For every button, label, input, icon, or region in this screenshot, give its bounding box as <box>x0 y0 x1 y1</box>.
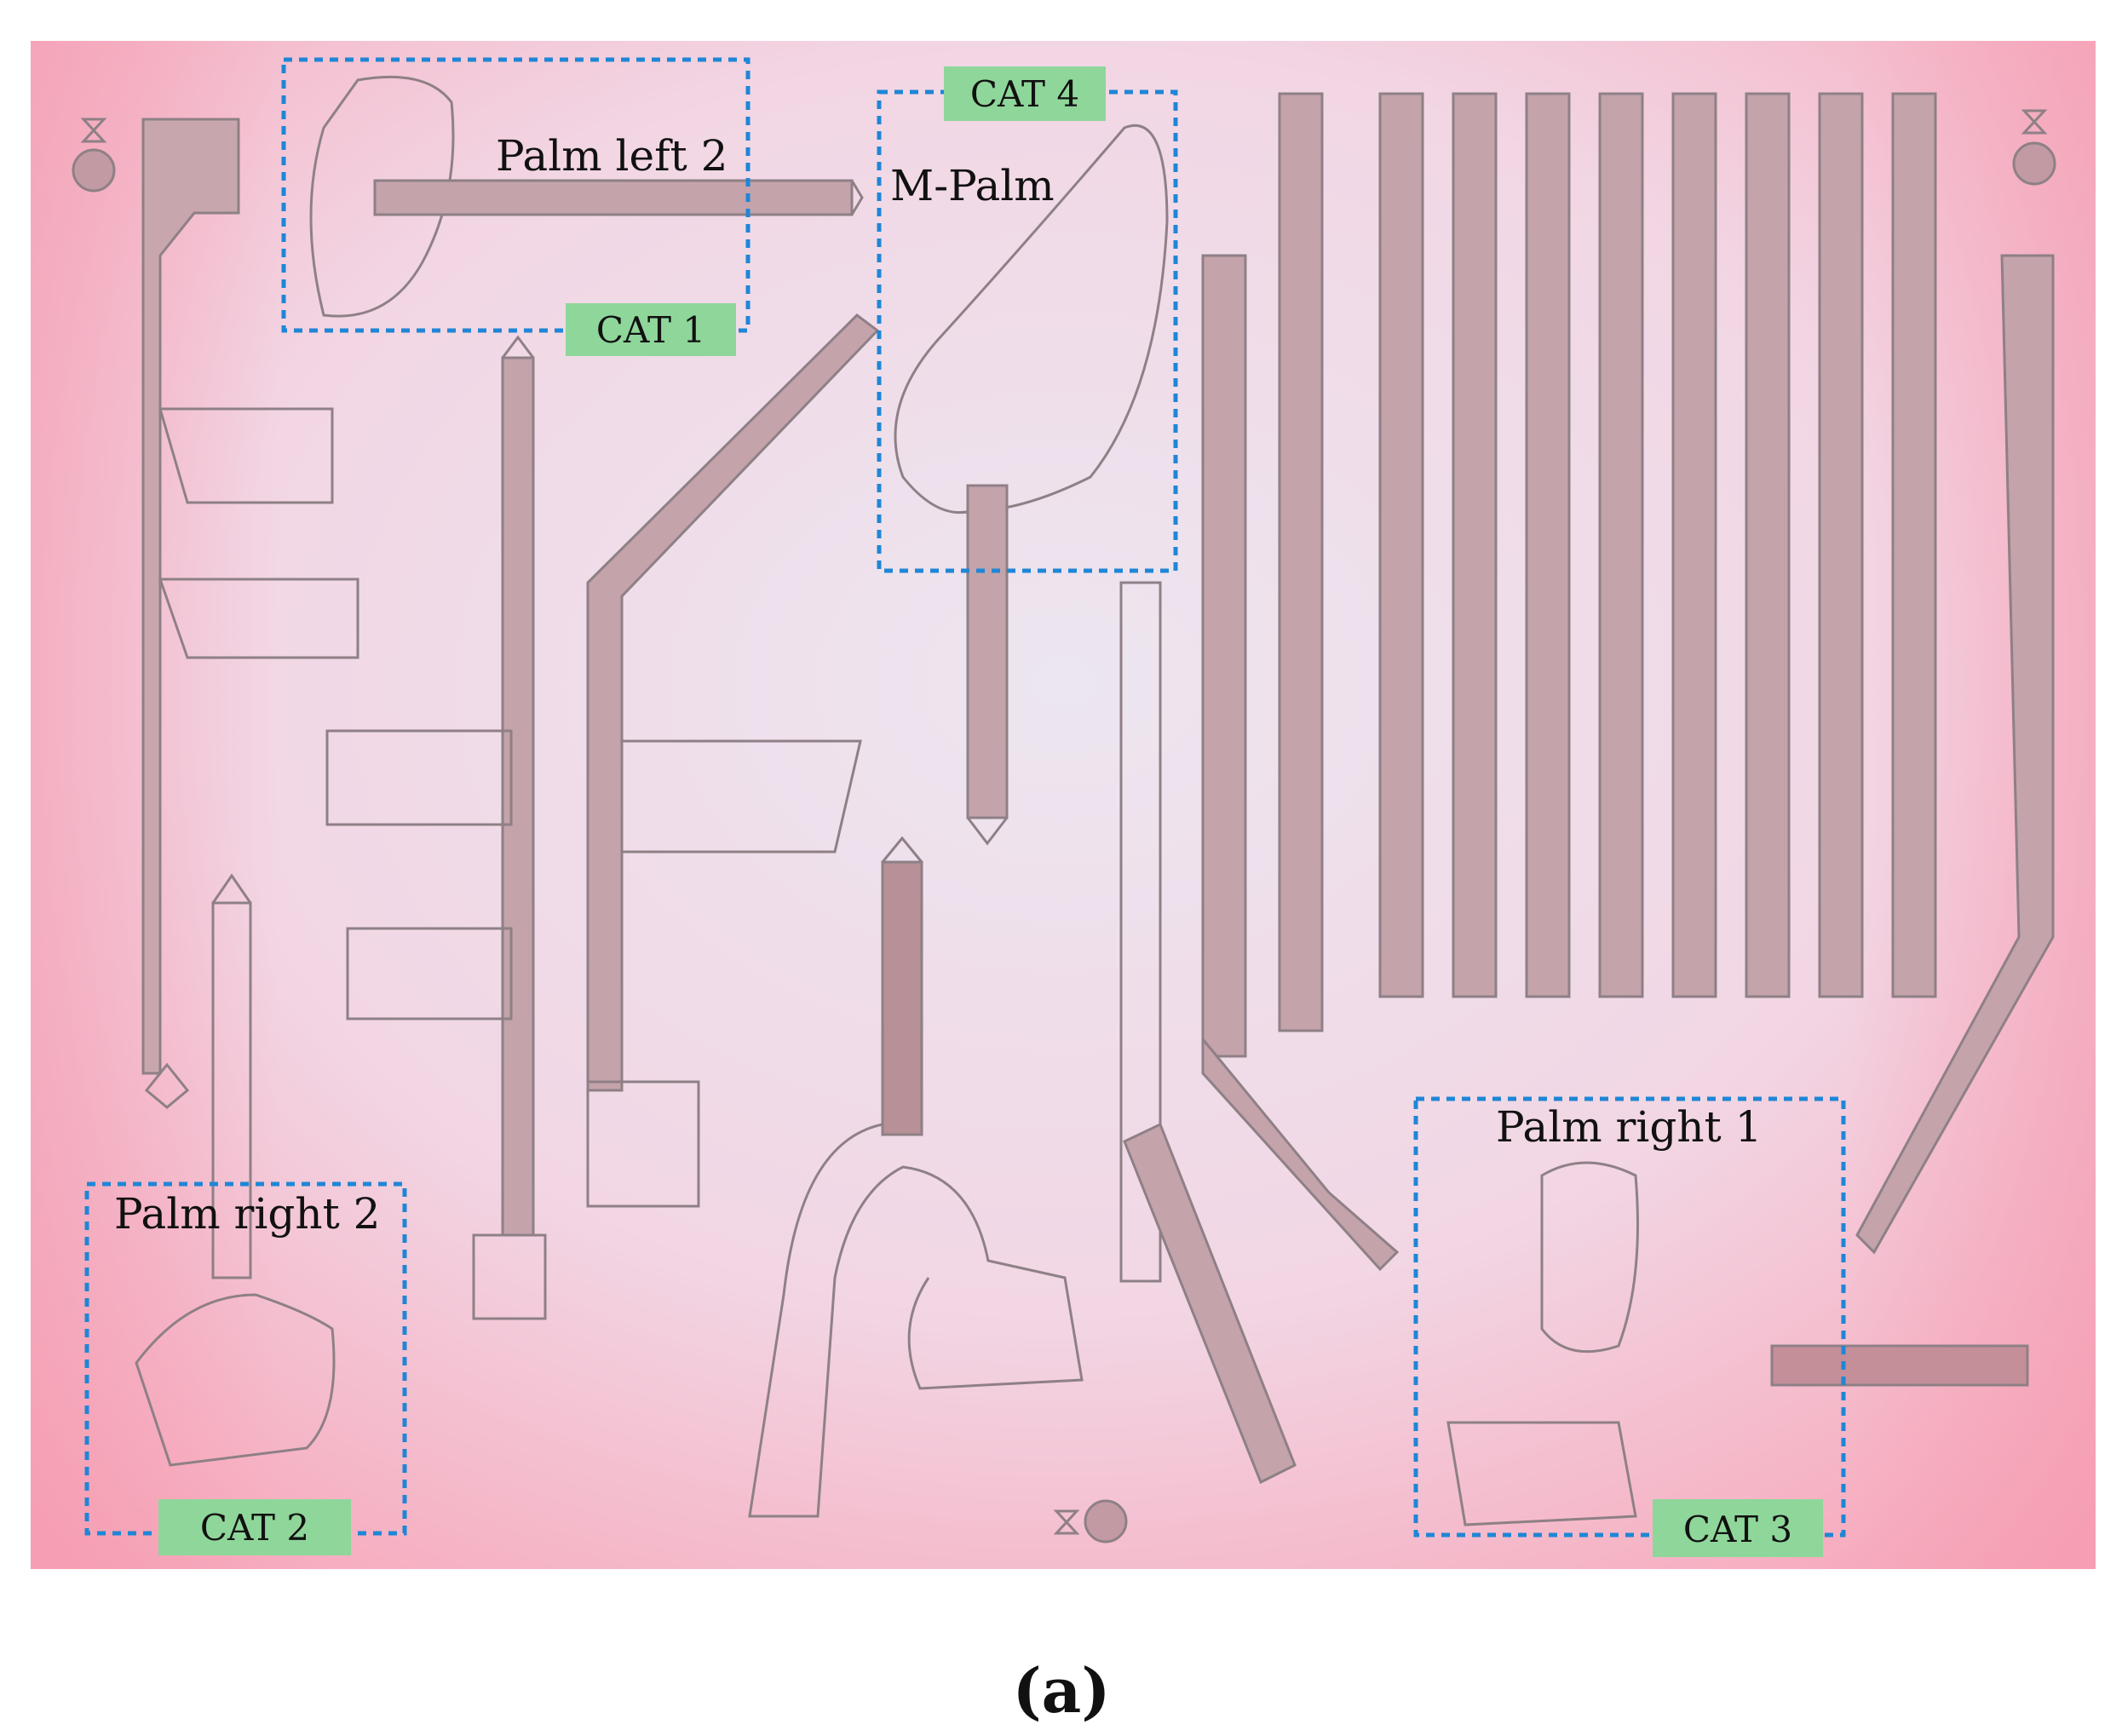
cat4-tag <box>944 66 1106 121</box>
cat2-tag-label: CAT 2 <box>200 1507 309 1549</box>
sensor-strips-right <box>1119 92 2055 1485</box>
palm-right-1-sensor <box>1446 1161 2029 1526</box>
alignment-dot-icon <box>2012 141 2056 186</box>
m-palm-sensor <box>894 124 1169 846</box>
cat1-tag <box>566 303 736 356</box>
hourglass-icon <box>2021 109 2048 135</box>
cat-tags: CAT 1 CAT 4 CAT 2 CAT 3 <box>158 66 1823 1557</box>
cat2-tag <box>158 1499 351 1555</box>
cat4-box <box>877 89 1178 573</box>
annotation-boxes <box>84 57 1846 1538</box>
figure-caption: (a) <box>1013 1654 1111 1727</box>
m-palm-label: M-Palm <box>890 161 1055 210</box>
cat3-tag-label: CAT 3 <box>1683 1509 1792 1550</box>
cat3-box <box>1413 1096 1846 1538</box>
palm-right-2-sensor <box>135 873 336 1467</box>
alignment-dot-icon <box>1084 1499 1128 1543</box>
sensor-strip-middle <box>325 313 880 1320</box>
cat1-box <box>281 57 750 333</box>
palm-center-sensor <box>748 836 1084 1518</box>
sensor-strip-left <box>141 118 359 1109</box>
alignment-marks <box>72 109 2056 1543</box>
cat3-tag <box>1653 1499 1823 1557</box>
cat4-tag-label: CAT 4 <box>970 73 1079 115</box>
palm-left-2-label: Palm left 2 <box>496 131 727 181</box>
palm-right-2-label: Palm right 2 <box>114 1189 380 1239</box>
alignment-dot-icon <box>72 148 116 193</box>
hourglass-icon <box>1053 1509 1080 1535</box>
cat2-box <box>84 1181 407 1536</box>
palm-right-1-label: Palm right 1 <box>1496 1102 1762 1152</box>
palm-left-2-sensor <box>309 75 864 318</box>
hourglass-icon <box>80 118 107 143</box>
cat1-tag-label: CAT 1 <box>596 309 705 351</box>
